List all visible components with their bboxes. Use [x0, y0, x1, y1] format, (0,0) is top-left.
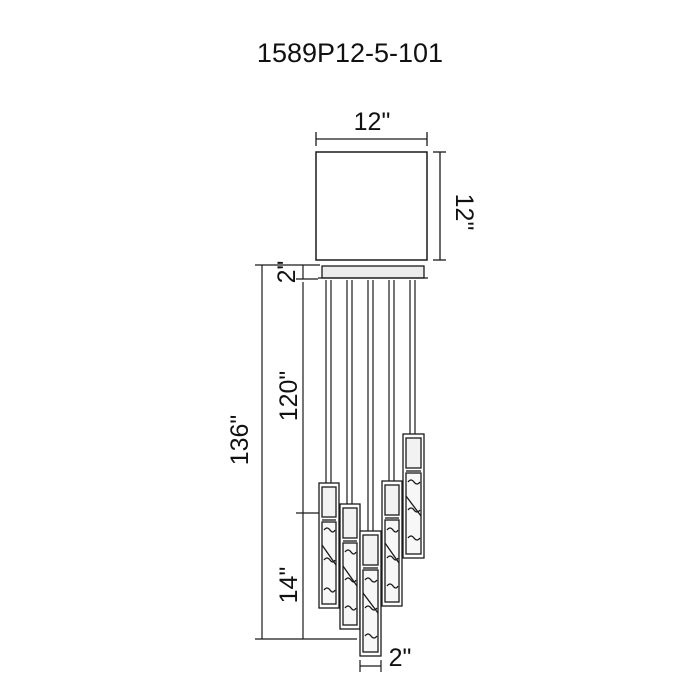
- pendant-light-3: [359, 530, 382, 657]
- overall-height-label: 136": [226, 415, 254, 466]
- canopy-height-dimension: [296, 265, 318, 280]
- suspension-cords: [325, 280, 416, 531]
- top-width-dimension: [315, 132, 428, 146]
- overall-height-dimension: [255, 264, 357, 640]
- pendant-height-label: 14": [275, 567, 303, 604]
- canopy-side-view: [321, 265, 425, 279]
- pendant-width-dimension: [359, 660, 382, 672]
- top-depth-dimension: [433, 151, 446, 261]
- canopy-top-view: [315, 151, 428, 261]
- pendant-light-4: [381, 480, 403, 607]
- product-code-title: 1589P12-5-101: [257, 38, 443, 68]
- pendant-height-dimension: [296, 512, 320, 639]
- top-depth-label: 12": [450, 194, 478, 231]
- pendant-light-5: [402, 433, 425, 559]
- top-width-label: 12": [354, 108, 391, 136]
- pendant-width-label: 2": [389, 644, 412, 672]
- cord-length-label: 120": [275, 371, 303, 422]
- canopy-height-label: 2": [273, 261, 301, 284]
- pendant-light-1: [318, 482, 340, 609]
- pendant-light-2: [339, 503, 361, 630]
